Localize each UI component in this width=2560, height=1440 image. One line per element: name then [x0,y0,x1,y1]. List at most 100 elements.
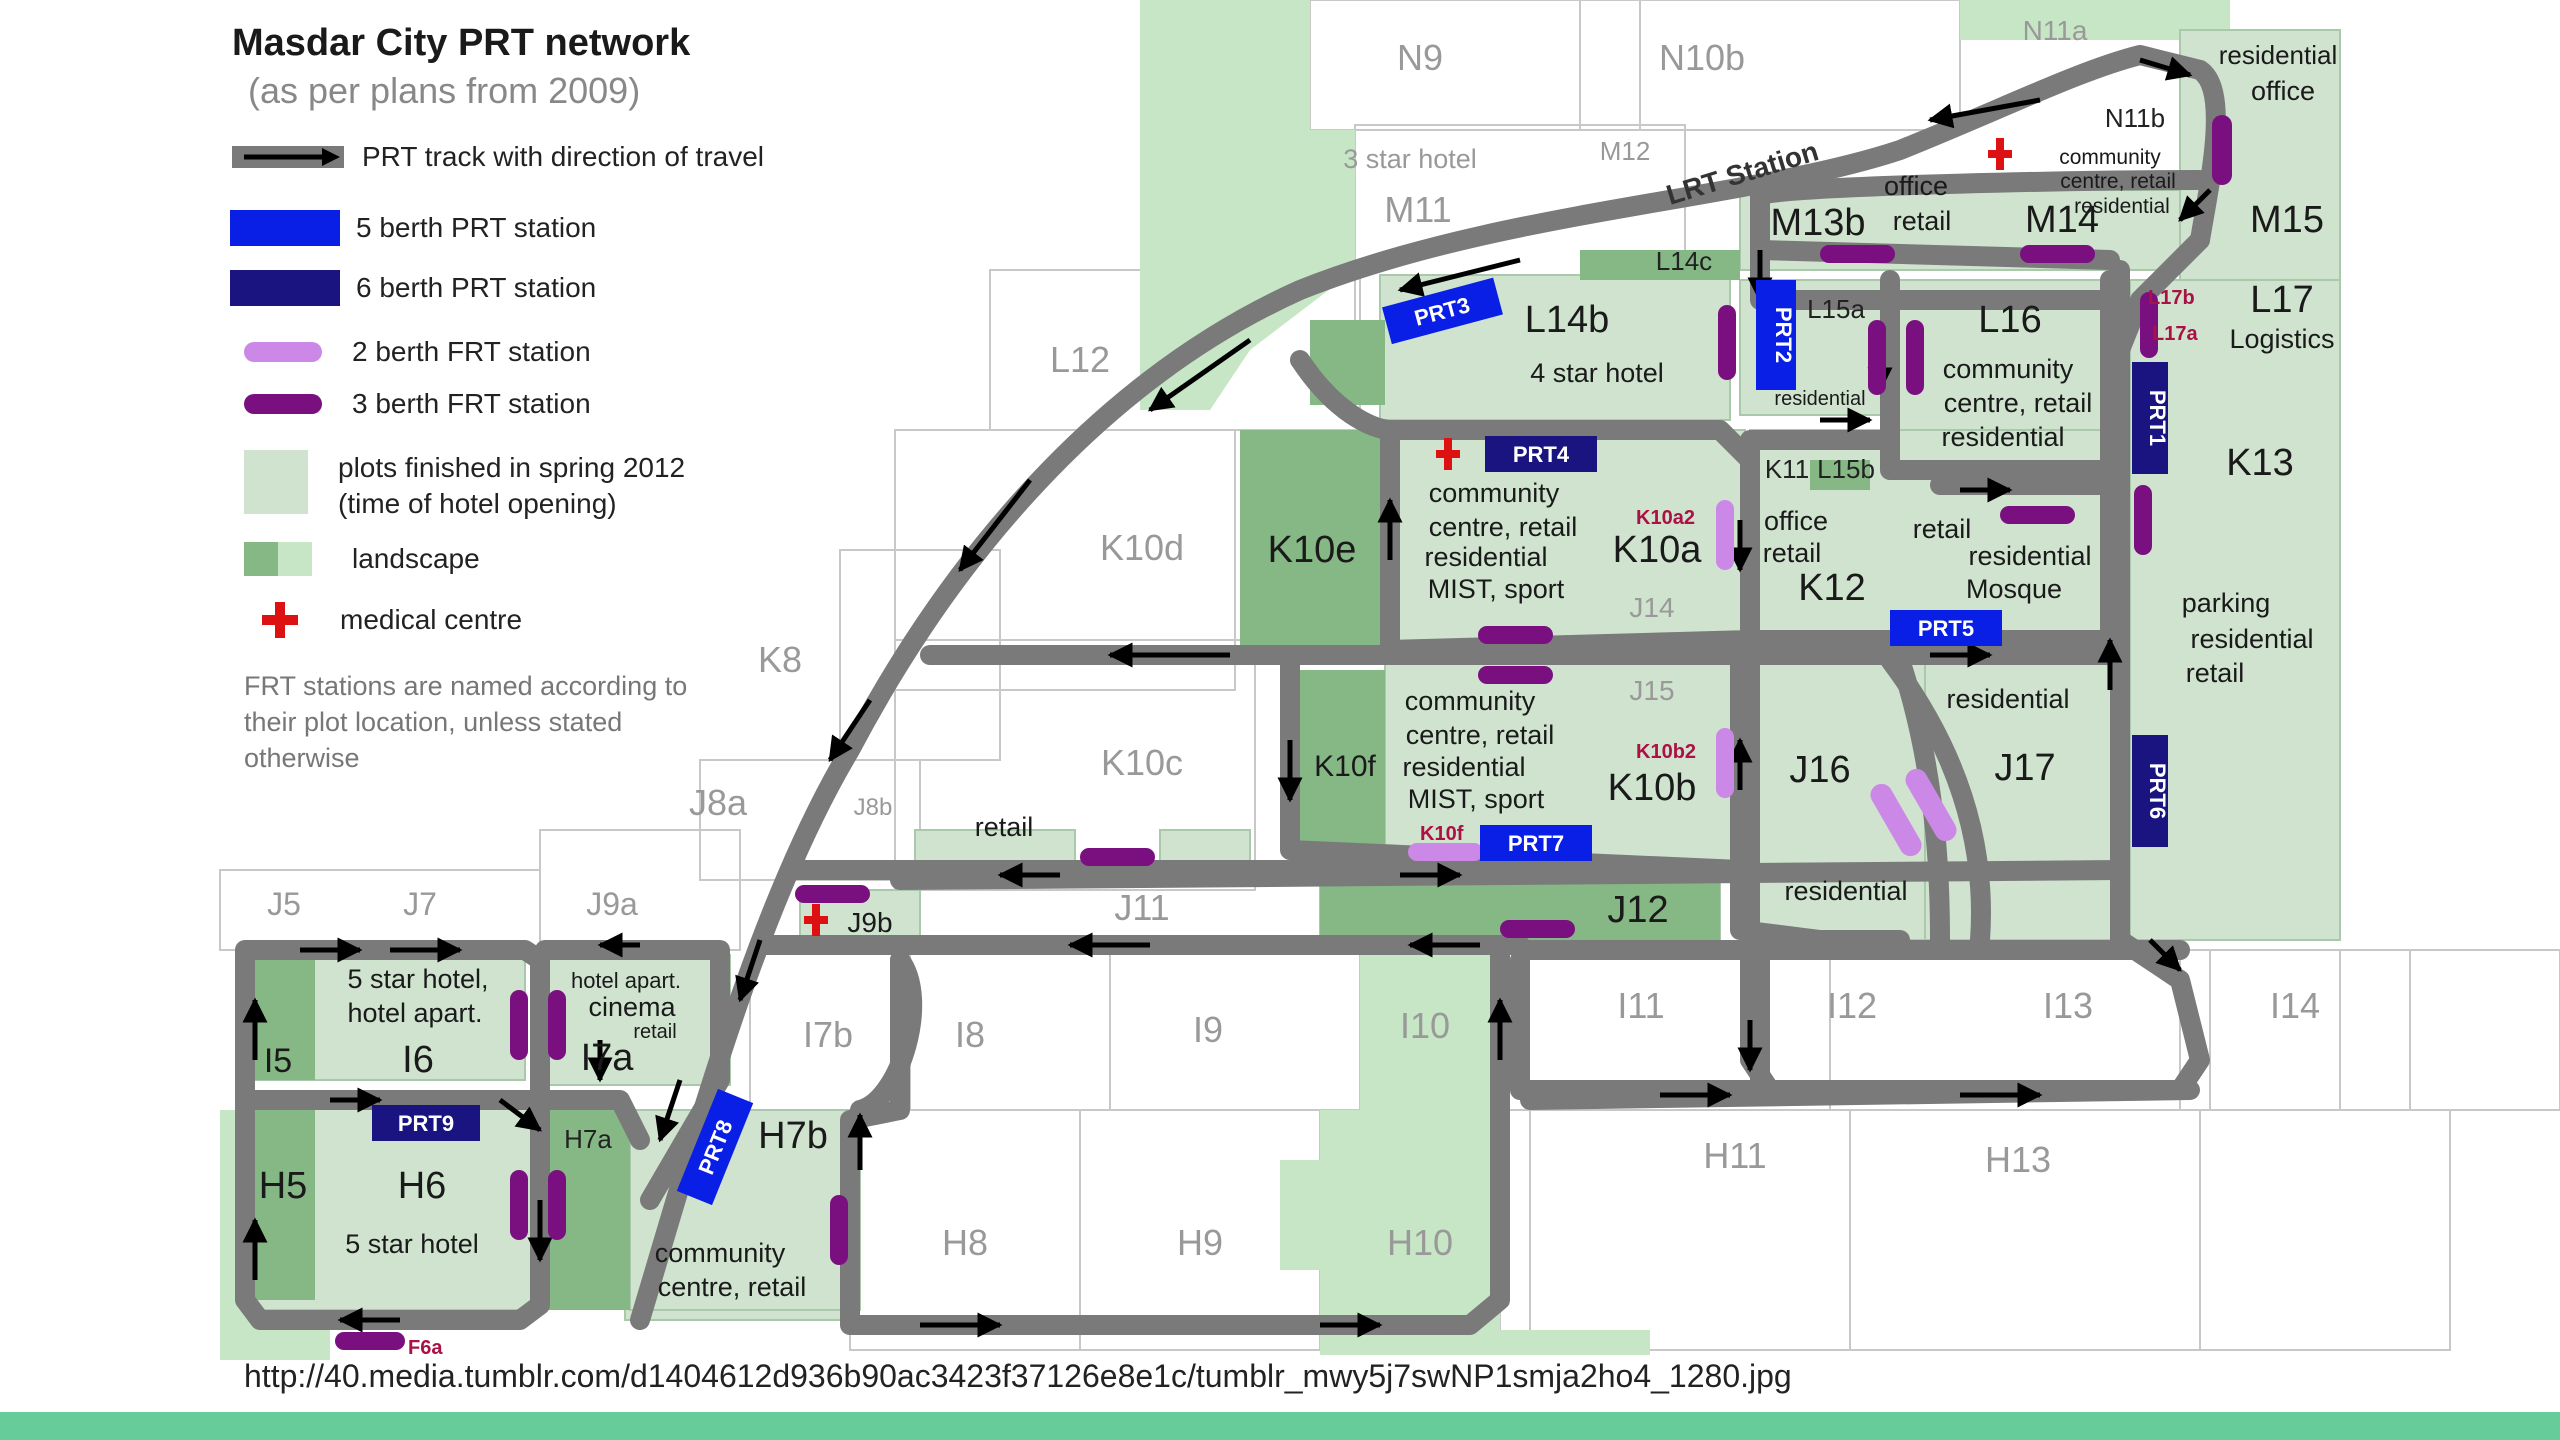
map-label-community: community [655,1238,786,1268]
map-label-j17: J17 [1994,747,2055,789]
map-label-residential: residential [1774,388,1865,410]
map-label-community: community [2059,146,2161,169]
map-label-l12: L12 [1050,339,1110,380]
map-label-i9: I9 [1193,1009,1223,1050]
map-label-residential: residential [1941,422,2064,452]
map-label-hotel-apart: hotel apart. [347,998,482,1028]
map-label-h5: H5 [259,1165,308,1207]
map-label-k10f: K10f [1314,750,1376,783]
map-label-5-star-hotel: 5 star hotel, [347,964,488,994]
map-label-j9b: J9b [847,907,892,938]
map-label-retail: retail [1913,514,1972,544]
map-label-retail: retail [2186,658,2245,688]
map-label-centre-retail: centre, retail [1944,388,2093,418]
map-label-h11: H11 [1703,1135,1766,1176]
map-label-centre-retail: centre, retail [1406,720,1555,750]
map-label-k10e: K10e [1268,529,1357,571]
map-label-office: office [2251,76,2315,106]
map-label-l17: L17 [2250,279,2313,321]
legend-landscape-label: landscape [352,543,480,574]
landscape-light-swatch [278,542,312,576]
map-label-retail: retail [633,1021,676,1043]
legend-landscape: landscape [230,542,480,576]
legend-plot-text: plots finished in spring 2012 (time of h… [338,450,685,522]
map-label-l14b: L14b [1525,299,1610,341]
map-label-i11: I11 [1617,985,1664,1026]
legend-station6: 6 berth PRT station [230,270,596,306]
map-label-j15: J15 [1629,675,1674,706]
map-label-j5: J5 [267,886,301,922]
map-label-l17a: L17a [2152,323,2198,345]
map-label-residential: residential [1946,684,2069,714]
map-label-l17b: L17b [2148,287,2195,309]
track-arrow-icon [232,146,344,168]
map-label-community: community [1429,478,1560,508]
map-label-i8: I8 [955,1014,985,1055]
map-label-h7a: H7a [564,1124,612,1154]
map-label-h6: H6 [398,1165,447,1207]
legend-plot: plots finished in spring 2012 (time of h… [230,450,685,522]
bottom-accent-bar [0,1412,2560,1440]
map-label-mist-sport: MIST, sport [1408,784,1545,814]
map-label-residential: residential [2190,624,2313,654]
prt5-station: PRT5 [1890,610,2002,646]
frt3-swatch [244,394,322,414]
map-label-j16: J16 [1789,749,1850,791]
map-label-j11: J11 [1114,887,1169,928]
station6-swatch [230,270,340,306]
map-label-i6: I6 [402,1039,434,1081]
map-subtitle: (as per plans from 2009) [248,70,641,111]
map-label-residential: residential [2074,195,2170,218]
map-label-j7: J7 [403,886,437,922]
map-label-l14c: L14c [1656,246,1712,276]
map-label-m15: M15 [2250,199,2324,241]
map-label-k10b: K10b [1608,767,1697,809]
map-label-j8a: J8a [689,782,748,823]
map-label-h7b: H7b [758,1115,828,1157]
legend-station5-label: 5 berth PRT station [356,212,597,243]
legend-plot-label2: (time of hotel opening) [338,488,617,519]
map-label-i7a: I7a [581,1037,635,1079]
map-label-j12: J12 [1607,889,1668,931]
frt-naming-note: FRT stations are named according to thei… [244,671,688,773]
map-label-k10a: K10a [1613,529,1703,571]
station5-swatch [230,210,340,246]
map-label-cinema: cinema [588,992,676,1022]
plot-descriptions: 3 star hotel residential office office r… [345,40,2337,1302]
map-label-3-star-hotel: 3 star hotel [1343,144,1477,174]
prt9-label: PRT9 [398,1111,454,1136]
small-plot-labels: N11b L14c L15a L15b K11 H7a [564,103,2165,1154]
legend-frt3: 3 berth FRT station [230,388,591,420]
map-label-residential: residential [1402,752,1525,782]
legend-plot-label1: plots finished in spring 2012 [338,452,686,483]
map-label-k10d: K10d [1100,527,1184,568]
map-label-h8: H8 [942,1222,988,1263]
map-label-k8: K8 [758,639,802,680]
map-label-j14: J14 [1629,592,1674,623]
map-label-mosque: Mosque [1966,574,2062,604]
legend-track: PRT track with direction of travel [230,140,764,174]
landscape-dark-swatch [244,542,278,576]
prt3-station: PRT3 [1382,277,1503,345]
map-title: Masdar City PRT network [232,22,691,64]
map-label-i7b: I7b [803,1014,853,1055]
map-label-h9: H9 [1177,1222,1223,1263]
prt4-label: PRT4 [1513,442,1570,467]
frt-stations-3berth [335,115,2232,1350]
legend-frt2-label: 2 berth FRT station [352,336,591,367]
grey-plot-labels: N9 N10b N11a M12 M11 L12 K10d K8 K10c J8… [267,15,2320,1263]
medical-cross-icon [262,602,298,638]
map-label-l15b: L15b [1817,454,1875,484]
map-label-mist-sport: MIST, sport [1428,574,1565,604]
map-label-community: community [1943,354,2074,384]
map-label-n10b: N10b [1659,37,1745,78]
map-label-k10f: K10f [1420,823,1464,845]
map-label-f6a: F6a [408,1337,443,1359]
map-label-l15a: L15a [1807,294,1865,324]
map-label-logistics: Logistics [2229,324,2334,354]
map-label-community: community [1405,686,1536,716]
prt5-label: PRT5 [1918,616,1974,641]
map-label-k10a2: K10a2 [1636,507,1695,529]
source-url[interactable]: http://40.media.tumblr.com/d1404612d936b… [244,1358,1792,1394]
